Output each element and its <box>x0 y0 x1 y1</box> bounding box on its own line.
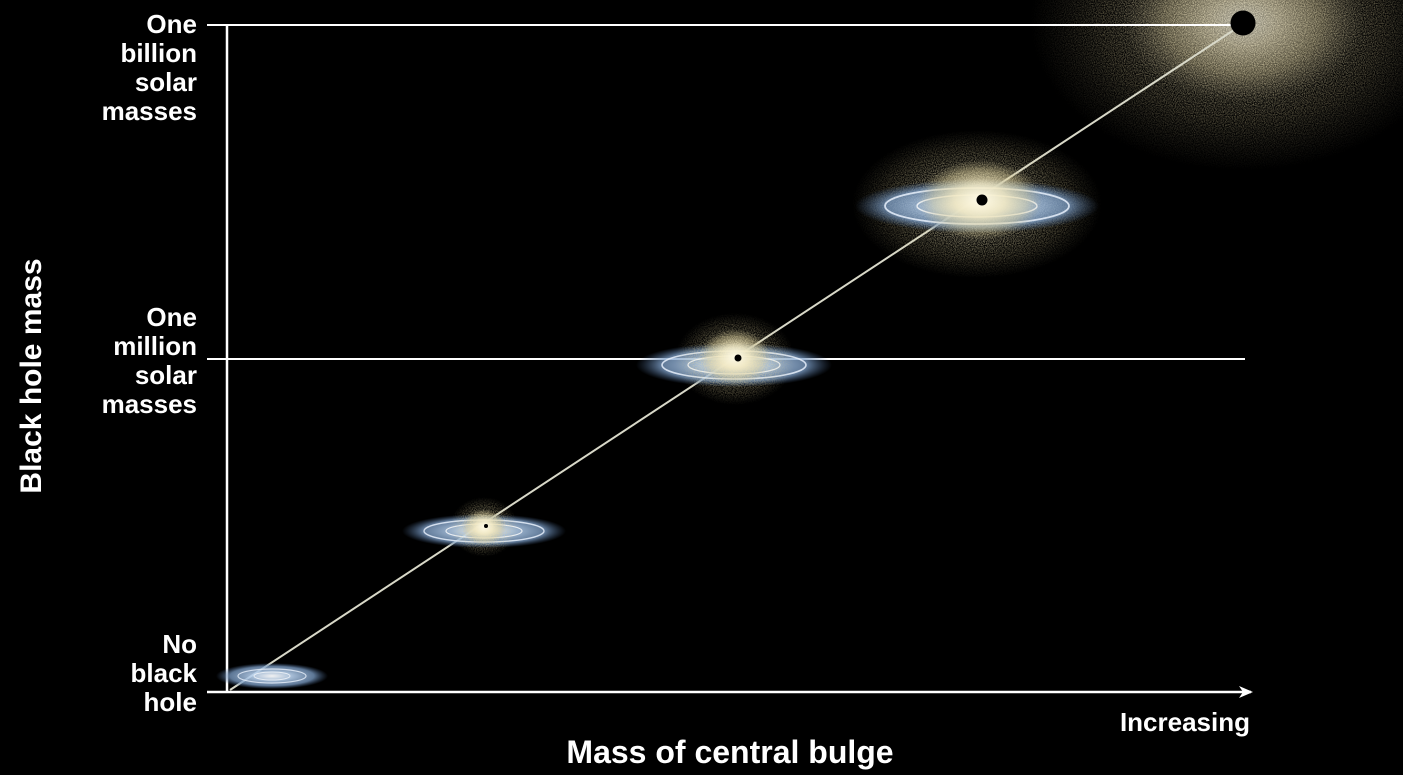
label-line: hole <box>143 687 197 717</box>
galaxy-medium-bulge <box>636 313 832 405</box>
black-hole-tiny <box>484 524 488 528</box>
label-line: One <box>146 302 197 332</box>
galaxy-large-bulge <box>852 130 1102 278</box>
y-level-billion-label: One billion solar masses <box>102 10 197 126</box>
galaxy-no-bulge <box>216 663 328 689</box>
label-line: black <box>130 658 198 688</box>
label-line: masses <box>101 96 197 126</box>
y-axis-title: Black hole mass <box>15 258 48 494</box>
y-level-million-label: One million solar masses <box>102 303 197 419</box>
label-line: solar <box>134 67 197 97</box>
label-line: solar <box>134 360 197 390</box>
x-axis-title: Mass of central bulge <box>566 734 894 770</box>
label-line: billion <box>120 38 197 68</box>
x-axis-direction-label: Increasing <box>1119 707 1250 737</box>
black-hole-large <box>976 194 988 206</box>
label-line: No <box>162 629 197 659</box>
y-level-none-label: No black hole <box>131 630 198 717</box>
label-line: million <box>113 331 197 361</box>
label-line: masses <box>101 389 197 419</box>
galaxy-small-bulge <box>402 497 566 557</box>
black-hole-million <box>734 354 742 362</box>
label-line: One <box>146 9 197 39</box>
black-hole-billion <box>1230 10 1256 36</box>
